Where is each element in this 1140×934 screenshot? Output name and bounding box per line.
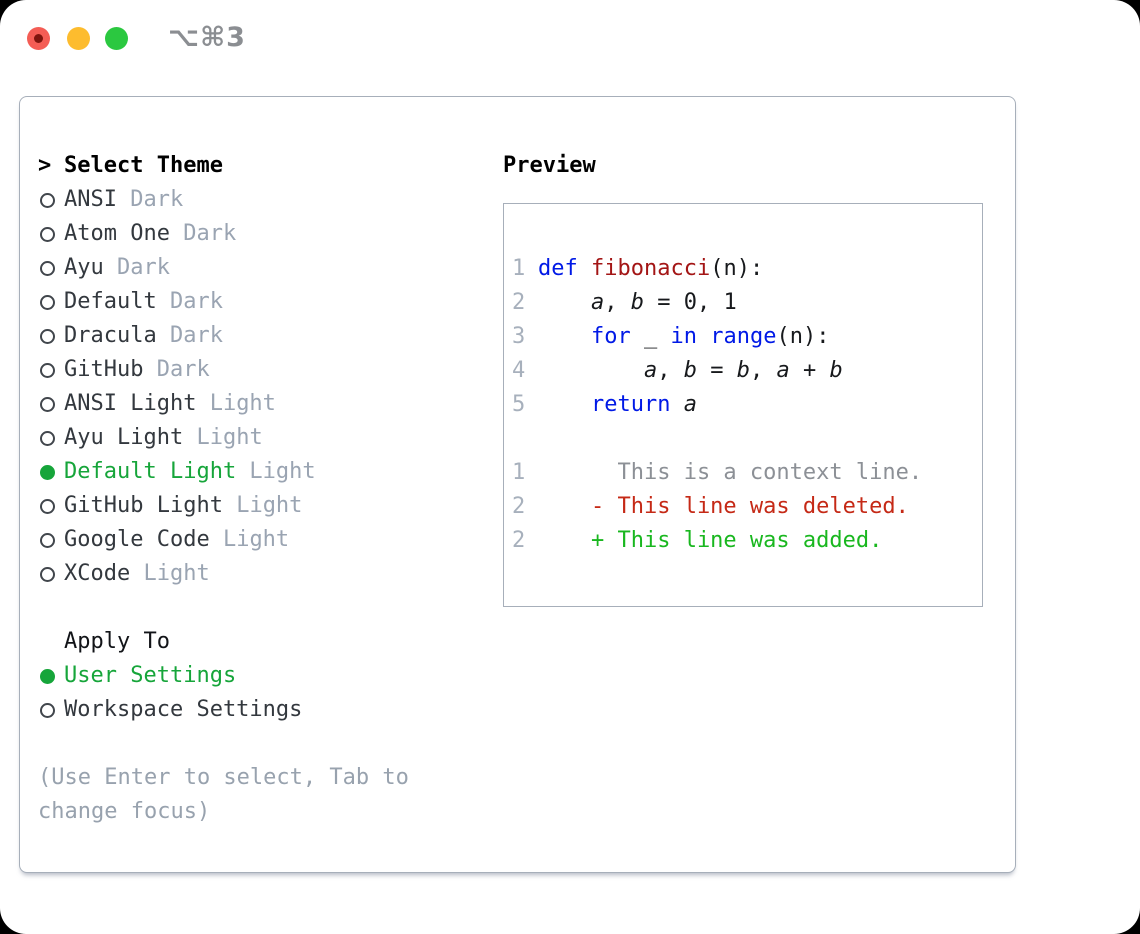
window-shortcut-label: ⌥⌘3 [168,22,246,53]
theme-option-atom-one-dark[interactable]: Atom One Dark [38,217,503,251]
option-label: Default [64,289,157,314]
titlebar: ⌥⌘3 [0,0,1140,76]
apply-to-title: Apply To [64,629,170,654]
preview-line: 2 a, b = 0, 1 [512,286,982,320]
hint-line-1: (Use Enter to select, Tab to [38,765,409,790]
apply-option-workspace-settings[interactable]: Workspace Settings [38,693,503,727]
hint-line-2: change focus) [38,799,211,824]
option-label: ANSI Light [64,391,197,416]
close-button[interactable] [27,27,50,50]
line-number: 5 [512,392,526,417]
radio-unselected-icon [40,498,55,514]
option-label: ANSI [64,187,117,212]
preview-line: 5 return a [512,388,982,422]
option-label: Workspace Settings [64,697,303,722]
theme-option-dracula-dark[interactable]: Dracula Dark [38,319,503,353]
theme-option-github-light-light[interactable]: GitHub Light Light [38,489,503,523]
minimize-button[interactable] [67,27,90,50]
variant-label: Dark [103,255,170,280]
apply-option-user-settings[interactable]: User Settings [38,659,503,693]
radio-unselected-icon [40,532,55,548]
line-number: 2 [512,494,526,519]
variant-label: Light [183,425,263,450]
theme-option-default-dark[interactable]: Default Dark [38,285,503,319]
radio-unselected-icon [40,430,55,446]
prompt-icon: > [38,153,52,178]
select-theme-title: Select Theme [64,153,223,178]
radio-selected-icon [40,464,55,480]
radio-unselected-icon [40,192,55,208]
option-label: Default Light [64,459,237,484]
spacer [38,727,503,761]
line-number: 2 [512,290,526,315]
preview-line: 2 - This line was deleted. [512,490,982,524]
apply-to-heading: Apply To [38,625,503,659]
theme-option-ayu-light-light[interactable]: Ayu Light Light [38,421,503,455]
option-label: User Settings [64,663,237,688]
theme-option-xcode-light[interactable]: XCode Light [38,557,503,591]
theme-option-ansi-light-light[interactable]: ANSI Light Light [38,387,503,421]
option-label: Atom One [64,221,170,246]
variant-label: Dark [116,187,184,212]
preview-blank-line [512,422,982,456]
variant-label: Dark [169,221,237,246]
variant-label: Dark [156,323,223,348]
preview-title: Preview [503,153,596,178]
line-number [512,422,538,456]
option-label: Google Code [64,527,210,552]
radio-unselected-icon [40,328,55,344]
option-label: Ayu Light [64,425,184,450]
radio-unselected-icon [40,396,55,412]
variant-label: Light [196,391,276,416]
variant-label: Light [236,459,316,484]
line-number: 2 [512,528,526,553]
radio-unselected-icon [40,226,55,242]
variant-label: Light [130,561,210,586]
option-label: XCode [64,561,131,586]
option-label: GitHub Light [64,493,223,518]
radio-unselected-icon [40,702,55,718]
line-number: 4 [512,358,526,383]
variant-label: Dark [156,289,223,314]
variant-label: Light [222,493,303,518]
theme-option-github-dark[interactable]: GitHub Dark [38,353,503,387]
radio-unselected-icon [40,566,55,582]
preview-line: 2 + This line was added. [512,524,982,558]
preview-line: 3 for _ in range(n): [512,320,982,354]
preview-line: 1 This is a context line. [512,456,982,490]
theme-option-default-light-light[interactable]: Default Light Light [38,455,503,489]
theme-option-ayu-dark[interactable]: Ayu Dark [38,251,503,285]
variant-label: Dark [143,357,210,382]
theme-option-ansi-dark[interactable]: ANSI Dark [38,183,503,217]
select-theme-heading: > Select Theme [38,149,503,183]
radio-unselected-icon [40,362,55,378]
line-number: 1 [512,256,526,281]
option-label: Ayu [64,255,104,280]
preview-line: 4 a, b = b, a + b [512,354,982,388]
theme-option-google-code-light[interactable]: Google Code Light [38,523,503,557]
option-label: Dracula [64,323,157,348]
variant-label: Light [209,527,290,552]
radio-unselected-icon [40,260,55,276]
line-number: 1 [512,460,526,485]
radio-unselected-icon [40,294,55,310]
zoom-button[interactable] [105,27,128,50]
option-label: GitHub [64,357,144,382]
radio-selected-icon [40,668,55,684]
line-number: 3 [512,324,526,349]
spacer [38,591,503,625]
